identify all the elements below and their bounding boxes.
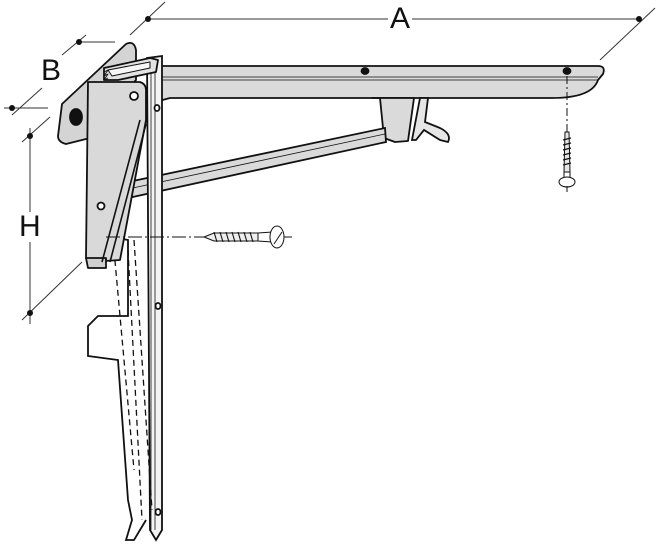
wall-plate bbox=[57, 41, 159, 269]
vertical-leg bbox=[146, 54, 163, 542]
vertical-screw bbox=[558, 76, 576, 192]
horizontal-arm bbox=[149, 65, 605, 143]
dimension-label-h: H bbox=[17, 210, 43, 243]
horizontal-screw bbox=[106, 225, 292, 249]
diagonal-strut bbox=[127, 126, 387, 200]
release-lever bbox=[410, 97, 450, 144]
dimension-dots bbox=[9, 16, 642, 316]
dimension-label-a: A bbox=[388, 2, 413, 35]
lower-foot bbox=[87, 235, 147, 541]
dimension-label-b: B bbox=[41, 54, 62, 87]
